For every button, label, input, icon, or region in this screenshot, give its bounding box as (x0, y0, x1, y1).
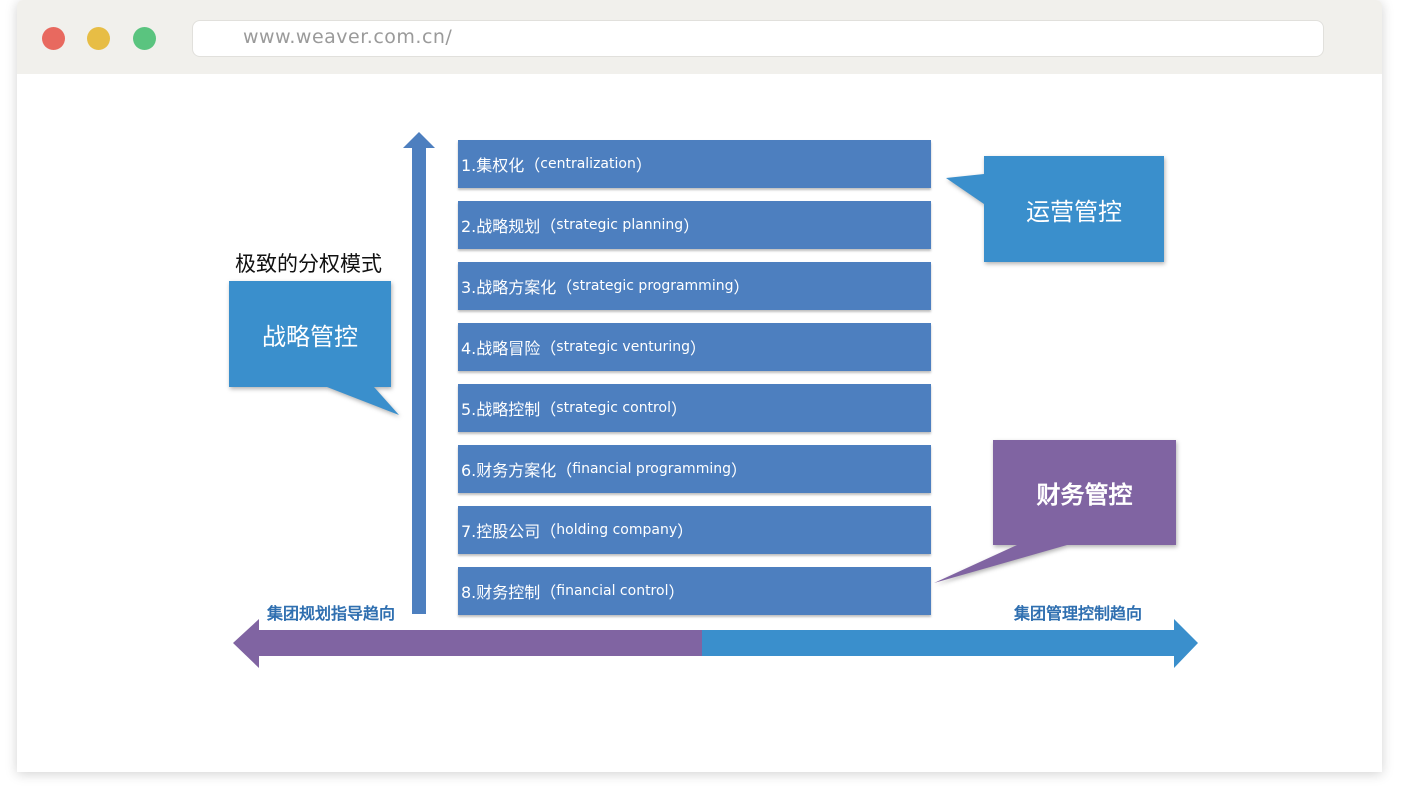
mode-bar-6: 6.财务方案化（financial programming） (458, 445, 931, 493)
browser-titlebar: www.weaver.com.cn/ (17, 0, 1382, 74)
callout-strategic-label: 战略管控 (262, 322, 358, 351)
axis-label-left: 集团规划指导趋向 (267, 604, 396, 623)
mode-bar-7: 7.控股公司（holding company） (458, 506, 931, 554)
close-window-icon[interactable] (42, 27, 65, 50)
mode-bar-3: 3.战略方案化（strategic programming） (458, 262, 931, 310)
mode-bar-8: 8.财务控制（financial control） (458, 567, 931, 615)
callout-operational-label: 运营管控 (1026, 197, 1122, 226)
mode-bar-4: 4.战略冒险（strategic venturing） (458, 323, 931, 371)
vertical-up-arrow (403, 132, 435, 614)
callout-financial-shape (934, 440, 1176, 583)
address-bar[interactable]: www.weaver.com.cn/ (192, 20, 1324, 57)
diagram-shapes (229, 132, 1198, 668)
callout-operational-shape (946, 156, 1164, 262)
horizontal-arrow-left-purple (233, 619, 702, 668)
maximize-window-icon[interactable] (133, 27, 156, 50)
callout-financial-label: 财务管控 (1036, 481, 1133, 509)
minimize-window-icon[interactable] (87, 27, 110, 50)
axis-label-right: 集团管理控制趋向 (1014, 604, 1143, 623)
page-content: 极致的分权模式 1.集权化（centralization） 2.战略规划（str… (17, 74, 1382, 772)
mode-bar-1: 1.集权化（centralization） (458, 140, 931, 188)
address-bar-url: www.weaver.com.cn/ (243, 26, 453, 48)
mode-bar-2: 2.战略规划（strategic planning） (458, 201, 931, 249)
horizontal-arrow-right-blue (702, 619, 1198, 668)
mode-bar-5: 5.战略控制（strategic control） (458, 384, 931, 432)
callout-strategic-shape (229, 281, 399, 415)
extreme-decentralization-label: 极致的分权模式 (235, 252, 382, 276)
browser-window: www.weaver.com.cn/ 极致的分权模式 1.集权化（central… (17, 0, 1382, 772)
